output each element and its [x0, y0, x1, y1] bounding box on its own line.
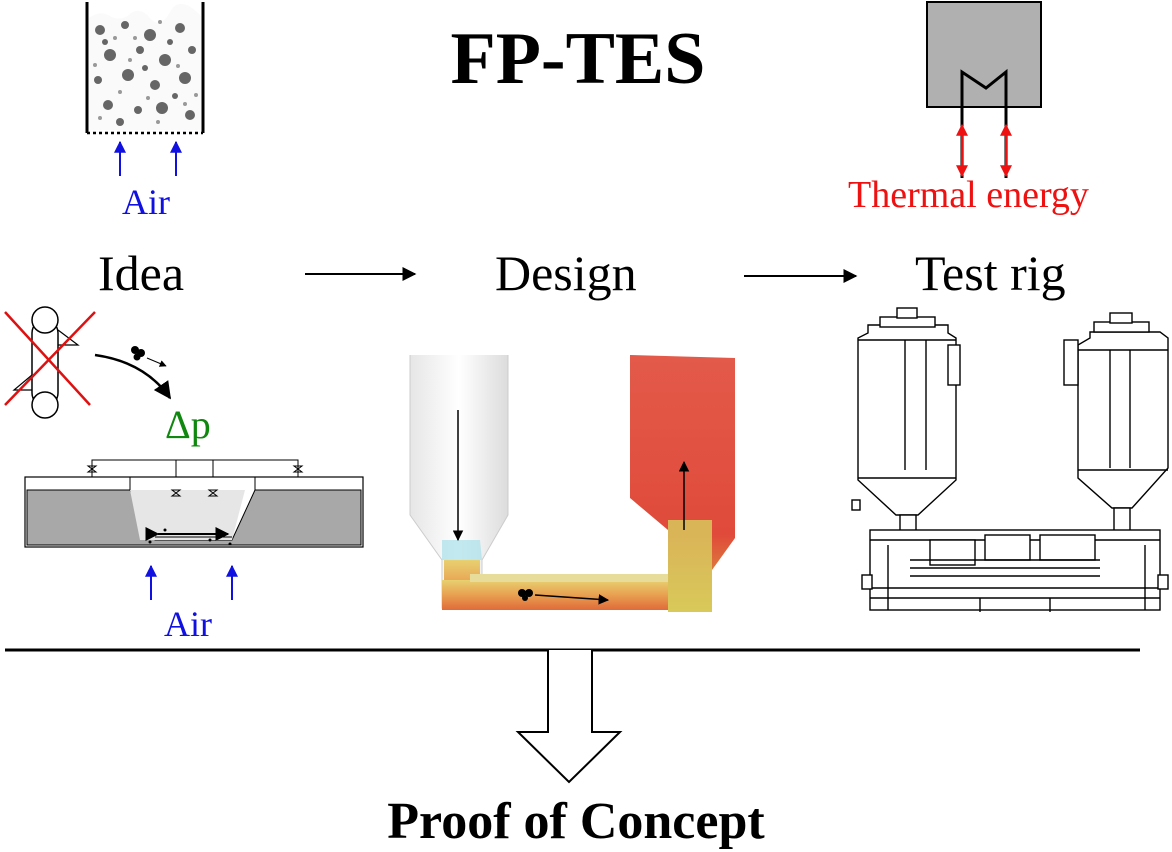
- thermal-energy-label: Thermal energy: [848, 174, 1089, 216]
- stage-test-rig: Test rig: [915, 245, 1066, 301]
- simulation-render: [409, 355, 735, 612]
- proof-of-concept-label: Proof of Concept: [387, 793, 765, 850]
- air-label-top: Air: [122, 182, 170, 222]
- storage-box-icon: [926, 1, 1042, 178]
- stage-idea: Idea: [98, 245, 185, 301]
- fluidized-channel-sketch: [24, 459, 364, 600]
- air-label-bottom: Air: [164, 604, 212, 644]
- crossed-elevator-icon: [4, 306, 96, 419]
- pressure-drop-arrow: [94, 346, 172, 400]
- delta-p-label: Δp: [165, 402, 211, 447]
- stage-design: Design: [495, 245, 637, 301]
- page-title: FP-TES: [450, 18, 706, 100]
- fluidized-bed-icon: [85, 2, 205, 176]
- test-rig-drawing: [851, 307, 1169, 612]
- proof-arrow: [515, 650, 623, 784]
